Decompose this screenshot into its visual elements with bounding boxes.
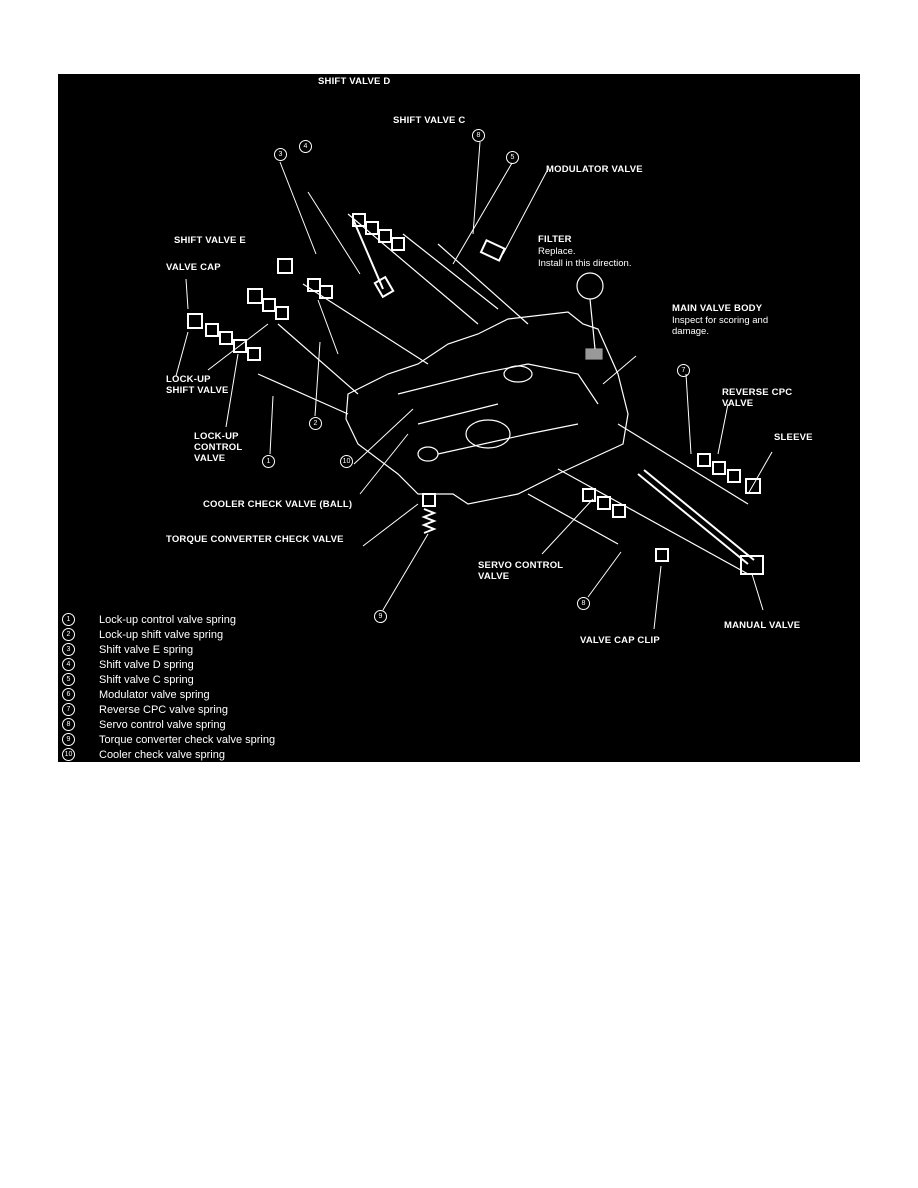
legend: 1 Lock-up control valve spring 2 Lock-up s…: [62, 612, 275, 762]
legend-number: 6: [62, 688, 75, 701]
legend-number: 3: [62, 643, 75, 656]
label-servo-control-2: VALVE: [478, 571, 510, 582]
legend-item: 6 Modulator valve spring: [62, 687, 275, 702]
legend-text: Shift valve D spring: [99, 658, 194, 671]
label-filter: FILTER: [538, 234, 572, 245]
label-lockup-control-1: LOCK-UP: [194, 431, 239, 442]
main-body-note-2: damage.: [672, 326, 709, 337]
label-valve-cap: VALVE CAP: [166, 262, 221, 273]
legend-item: 10 Cooler check valve spring: [62, 747, 275, 762]
label-valve-cap-clip: VALVE CAP CLIP: [580, 635, 660, 646]
torque-converter-check-valve: [421, 493, 437, 534]
legend-number: 8: [62, 718, 75, 731]
filter-note-direction: Install in this direction.: [538, 258, 632, 269]
filter-note-replace: Replace.: [538, 246, 576, 257]
label-cooler-check-valve: COOLER CHECK VALVE (BALL): [203, 499, 353, 510]
legend-number: 5: [62, 673, 75, 686]
label-lockup-control-3: VALVE: [194, 453, 226, 464]
callout-1: 1: [262, 455, 275, 468]
callout-9: 9: [374, 610, 387, 623]
lockup-control-valve: [247, 288, 289, 320]
legend-number: 1: [62, 613, 75, 626]
callout-10: 10: [340, 455, 353, 468]
legend-text: Reverse CPC valve spring: [99, 703, 228, 716]
legend-number: 9: [62, 733, 75, 746]
main-valve-body: [345, 311, 629, 505]
callout-7: 7: [677, 364, 690, 377]
legend-number: 10: [62, 748, 75, 761]
label-shift-valve-e: SHIFT VALVE E: [174, 235, 246, 246]
legend-text: Shift valve E spring: [99, 643, 194, 656]
legend-text: Lock-up control valve spring: [99, 613, 236, 626]
valve-body-drawing: [175, 141, 773, 630]
legend-item: 9 Torque converter check valve spring: [62, 732, 275, 747]
exploded-diagram: SHIFT VALVE D SHIFT VALVE C MODULATOR VA…: [58, 74, 860, 762]
legend-item: 7 Reverse CPC valve spring: [62, 702, 275, 717]
callout-8: 8: [577, 597, 590, 610]
legend-item: 3 Shift valve E spring: [62, 642, 275, 657]
legend-text: Cooler check valve spring: [99, 748, 225, 761]
legend-text: Shift valve C spring: [99, 673, 194, 686]
label-servo-control-1: SERVO CONTROL: [478, 560, 564, 571]
legend-text: Servo control valve spring: [99, 718, 226, 731]
label-reverse-cpc-1: REVERSE CPC: [722, 387, 793, 398]
callout-4: 4: [299, 140, 312, 153]
legend-item: 2 Lock-up shift valve spring: [62, 627, 275, 642]
label-lockup-control-2: CONTROL: [194, 442, 243, 453]
label-lockup-shift-2: SHIFT VALVE: [166, 385, 229, 396]
label-main-valve-body: MAIN VALVE BODY: [672, 303, 763, 314]
legend-text: Modulator valve spring: [99, 688, 210, 701]
lockup-shift-valve: [187, 313, 261, 361]
legend-number: 7: [62, 703, 75, 716]
label-shift-valve-c: SHIFT VALVE C: [393, 115, 466, 126]
callout-2: 2: [309, 417, 322, 430]
legend-number: 2: [62, 628, 75, 641]
callout-8-top: 8: [472, 129, 485, 142]
servo-control-valve: [582, 488, 669, 562]
legend-item: 8 Servo control valve spring: [62, 717, 275, 732]
modulator-valve: [479, 239, 506, 262]
callout-5: 5: [506, 151, 519, 164]
shift-valve-e: [277, 258, 333, 299]
legend-number: 4: [62, 658, 75, 671]
label-torque-converter-check-valve: TORQUE CONVERTER CHECK VALVE: [166, 534, 344, 545]
shift-valve-d: [352, 218, 395, 299]
manual-valve: [637, 469, 764, 575]
label-sleeve: SLEEVE: [774, 432, 813, 443]
callout-3: 3: [274, 148, 287, 161]
label-reverse-cpc-2: VALVE: [722, 398, 754, 409]
legend-text: Torque converter check valve spring: [99, 733, 276, 746]
shift-valve-c: [352, 213, 405, 251]
legend-text: Lock-up shift valve spring: [99, 628, 224, 641]
label-lockup-shift-1: LOCK-UP: [166, 374, 211, 385]
legend-item: 4 Shift valve D spring: [62, 657, 275, 672]
reverse-cpc-valve: [697, 453, 761, 494]
label-shift-valve-d: SHIFT VALVE D: [318, 76, 391, 87]
main-body-note-1: Inspect for scoring and: [672, 315, 769, 326]
label-modulator-valve: MODULATOR VALVE: [546, 164, 643, 175]
label-manual-valve: MANUAL VALVE: [724, 620, 801, 631]
legend-item: 1 Lock-up control valve spring: [62, 612, 275, 627]
legend-item: 5 Shift valve C spring: [62, 672, 275, 687]
